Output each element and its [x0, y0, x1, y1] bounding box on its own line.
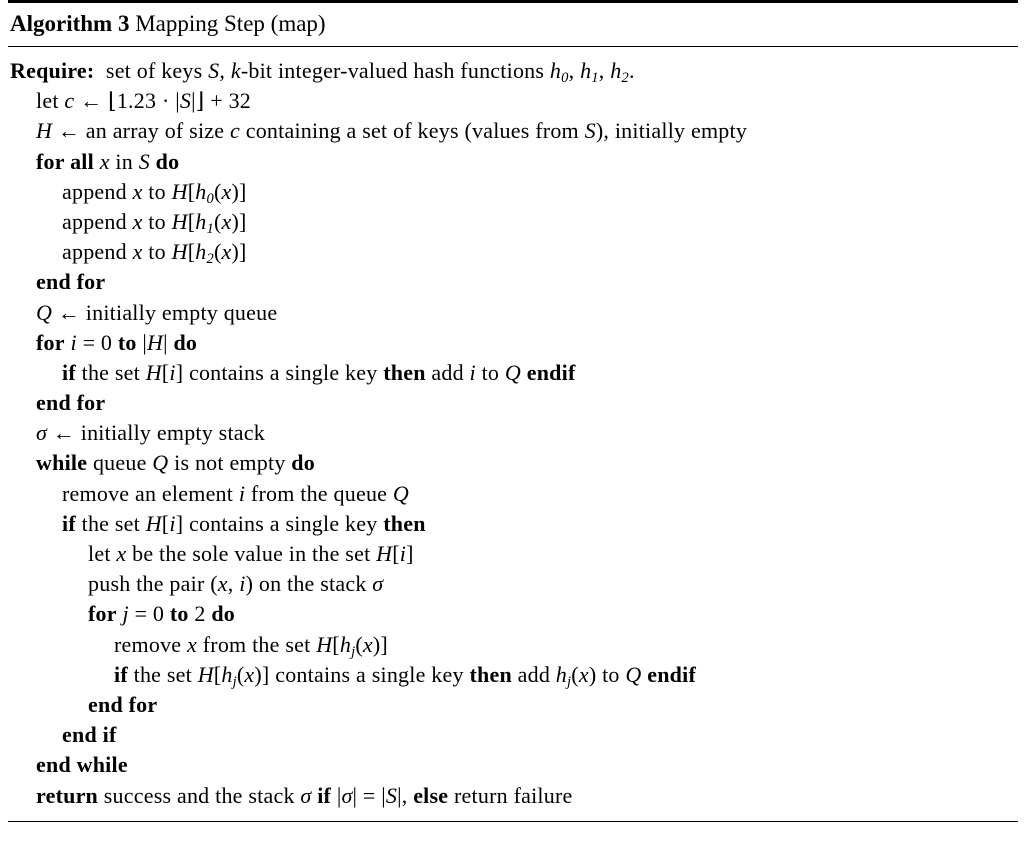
algorithm-line: end if — [62, 722, 117, 748]
algorithm-line: for i = 0 to |H| do — [36, 329, 198, 355]
algorithm-line: for j = 0 to 2 do — [88, 601, 235, 627]
algorithm-line: append x to H[h1(x)] — [62, 208, 247, 237]
algorithm-block: Algorithm 3 Mapping Step (map) Require: … — [0, 0, 1026, 822]
algorithm-line: return success and the stack σ if |σ| = … — [36, 782, 573, 808]
algorithm-line: if the set H[i] contains a single key th… — [62, 359, 576, 385]
algorithm-line: let c ← ⌊1.23 · |S|⌋ + 32 — [36, 88, 252, 114]
algorithm-line: push the pair (x, i) on the stack σ — [88, 571, 384, 597]
algorithm-line: σ ← initially empty stack — [36, 420, 265, 446]
algorithm-line: end for — [36, 390, 106, 416]
algorithm-line: end while — [36, 752, 128, 778]
algorithm-caption: Algorithm 3 Mapping Step (map) — [0, 3, 1026, 46]
algorithm-number-label: Algorithm 3 — [10, 11, 130, 36]
algorithm-line: end for — [36, 269, 106, 295]
algorithm-line: let x be the sole value in the set H[i] — [88, 541, 414, 566]
algorithm-line: while queue Q is not empty do — [36, 450, 315, 476]
algorithm-line: Q ← initially empty queue — [36, 299, 278, 325]
algorithm-line: remove x from the set H[hj(x)] — [114, 631, 388, 660]
algorithm-line: if the set H[hj(x)] contains a single ke… — [114, 661, 696, 690]
algorithm-line: if the set H[i] contains a single key th… — [62, 510, 426, 536]
algorithm-line: end for — [88, 691, 158, 717]
algorithm-top-rule — [8, 0, 1018, 3]
algorithm-title: Mapping Step (map) — [135, 11, 326, 36]
algorithm-line: Require: set of keys S, k-bit integer-va… — [10, 58, 635, 87]
algorithm-bottom-rule — [8, 820, 1018, 822]
algorithm-line: for all x in S do — [36, 148, 180, 174]
algorithm-line: append x to H[h2(x)] — [62, 239, 247, 268]
algorithm-caption-rule — [8, 46, 1018, 47]
algorithm-line: remove an element i from the queue Q — [62, 480, 409, 506]
algorithm-line: H ← an array of size c containing a set … — [36, 118, 748, 144]
algorithm-body: Require: set of keys S, k-bit integer-va… — [0, 47, 1026, 821]
algorithm-line: append x to H[h0(x)] — [62, 178, 247, 207]
